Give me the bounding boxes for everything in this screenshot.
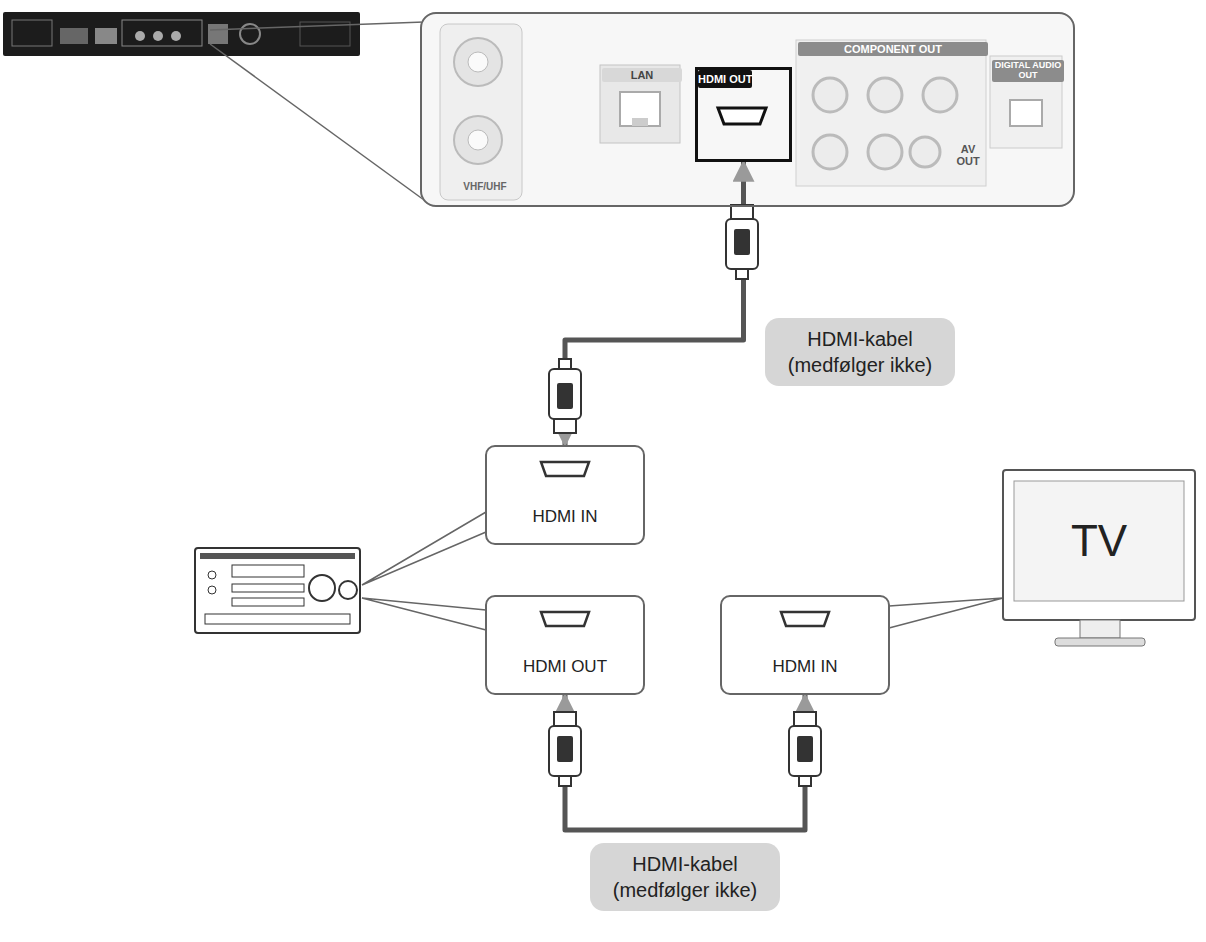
rear-panel (718, 108, 766, 124)
receiver-unit (232, 584, 304, 592)
callout-box: HDMI OUT (485, 595, 645, 695)
player-unit (95, 28, 117, 44)
receiver-unit (339, 581, 357, 599)
callout-box: HDMI IN (485, 445, 645, 545)
player-unit (60, 28, 88, 44)
node-label: TV (1071, 516, 1127, 566)
zoom-leader (210, 22, 424, 30)
hdmi-plug (789, 712, 821, 786)
tv-set (1003, 470, 1195, 646)
node-label: HDMI OUT (698, 70, 752, 88)
hdmi-plug (726, 205, 758, 279)
receiver-unit (205, 614, 350, 624)
tv-set (1080, 620, 1120, 638)
tv-set (1003, 470, 1195, 620)
node-label: HDMI IN (772, 657, 837, 677)
hdmi-plug (549, 359, 581, 433)
hdmi-plug (549, 712, 581, 786)
callout-ports (781, 612, 829, 626)
rear-panel-box: VHF/UHF LAN COMPONENT OUT AV OUT DIGITAL AUD… (420, 12, 1075, 207)
player-unit (3, 12, 360, 56)
rear-panel (454, 38, 502, 86)
rear-panel (632, 118, 648, 126)
callout-pointer (362, 512, 1003, 630)
rear-panel (813, 78, 847, 112)
receiver-unit (208, 571, 216, 579)
cable-label: HDMI-kabel (medfølger ikke) (590, 843, 780, 911)
rear-panel (1010, 100, 1042, 126)
callout-ports (541, 462, 589, 476)
cable-label: HDMI-kabel (medfølger ikke) (765, 318, 955, 386)
rear-panel (910, 137, 940, 167)
receiver-unit (309, 575, 335, 601)
player-unit (122, 20, 202, 46)
player-unit (171, 31, 181, 41)
player-unit (135, 31, 145, 41)
player-unit (240, 24, 260, 44)
tv-set (1055, 638, 1145, 646)
rear-panel (868, 135, 902, 169)
player-unit (3, 12, 360, 56)
rear-panel (468, 52, 488, 72)
callout-pointer (362, 512, 486, 585)
callout-pointer (889, 598, 1003, 628)
receiver-unit (195, 548, 360, 633)
tv-set (1014, 481, 1184, 601)
player-unit (208, 24, 228, 44)
node-label: HDMI OUT (523, 657, 607, 677)
callout-box: HDMI IN (720, 595, 890, 695)
rear-panel (454, 116, 502, 164)
node-label: DIGITAL AUDIO OUT (992, 60, 1064, 82)
rear-panel (813, 135, 847, 169)
receiver-unit (208, 586, 216, 594)
hdmi-cable (565, 162, 744, 445)
player-unit (12, 20, 52, 46)
tv-screen: TV (1015, 483, 1183, 599)
rear-panel (420, 12, 1075, 207)
rear-panel (440, 24, 522, 200)
hdmi-plug (549, 205, 821, 786)
node-label: LAN (602, 68, 682, 82)
node-label: COMPONENT OUT (798, 42, 988, 56)
rear-panel (620, 92, 660, 126)
receiver-unit (232, 598, 304, 606)
zoom-leader (210, 22, 424, 200)
node-label: AV OUT (950, 142, 986, 168)
rear-panel (868, 78, 902, 112)
port-box: HDMI OUT (695, 67, 792, 162)
hdmi-cable (565, 695, 805, 830)
rear-panel (468, 130, 488, 150)
player-unit (153, 31, 163, 41)
rear-panel (923, 78, 957, 112)
receiver-unit (195, 548, 360, 633)
rear-panel (796, 40, 986, 186)
node-label: VHF/UHF (440, 180, 530, 193)
node-label: HDMI IN (532, 507, 597, 527)
callout-pointer (362, 598, 486, 630)
receiver-unit (232, 565, 304, 577)
callout-ports (541, 612, 589, 626)
receiver-unit (200, 553, 355, 559)
rear-panel (420, 12, 1075, 207)
zoom-leader (210, 44, 424, 200)
